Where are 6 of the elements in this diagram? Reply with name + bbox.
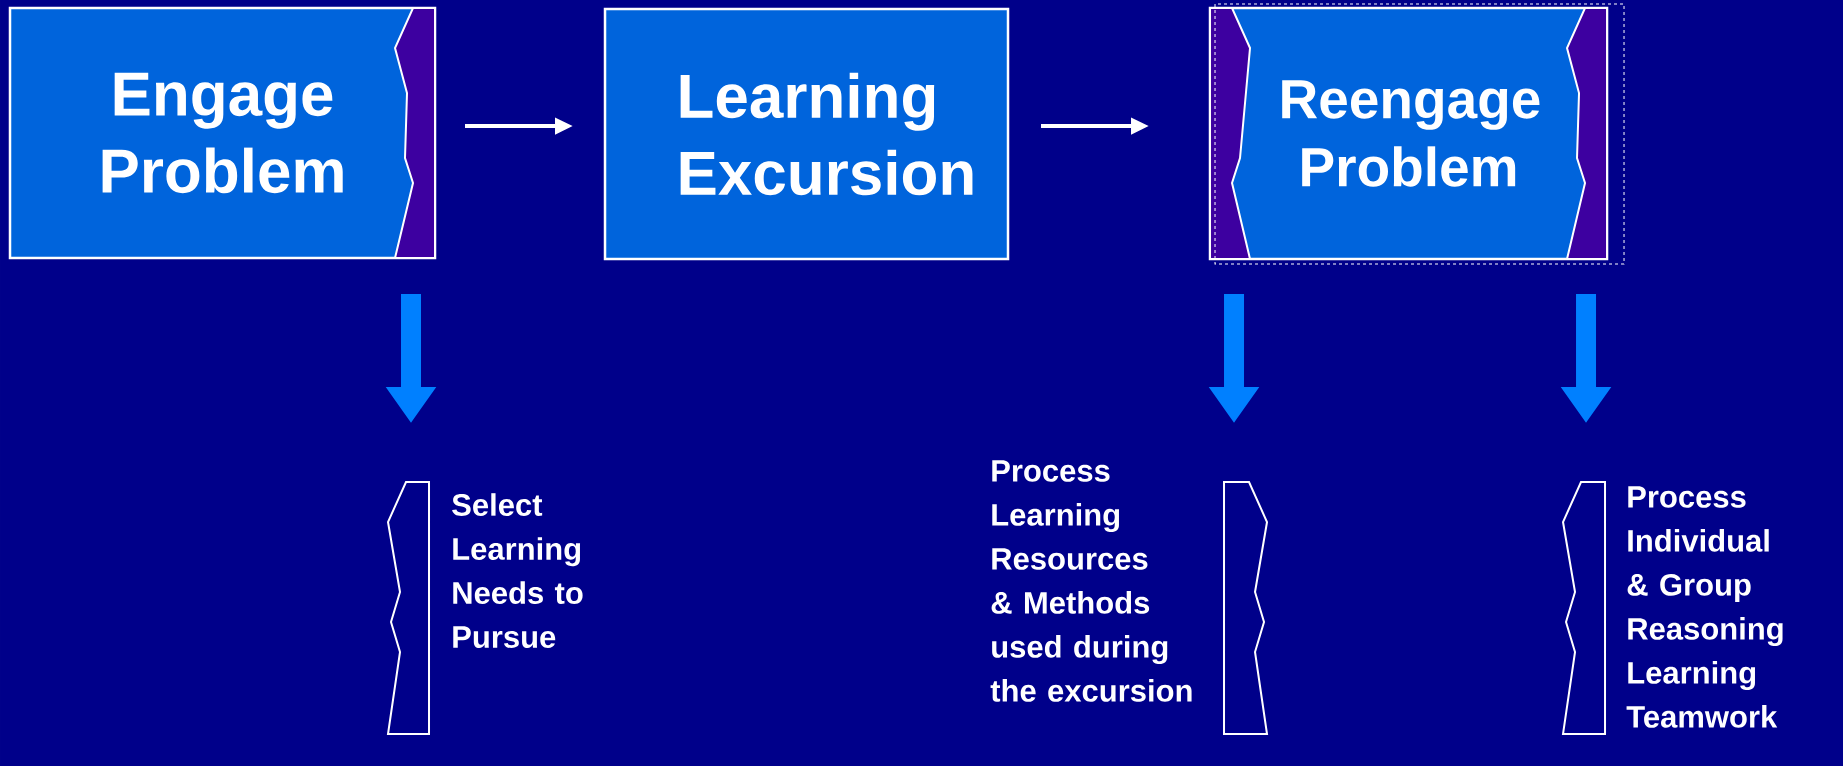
- process-box: Learning Excursion: [603, 7, 1010, 261]
- process-box: Reengage Problem: [1208, 3, 1625, 265]
- bracketed-text: Select Learning Needs to Pursue: [386, 481, 583, 735]
- bracketed-text: Process Learning Resources & Methods used during the excursion: [990, 460, 1269, 735]
- process-box: Engage Problem: [8, 6, 437, 260]
- bracketed-text: Process Individual & Group Reasoning Learning Teamwork: [1561, 481, 1783, 735]
